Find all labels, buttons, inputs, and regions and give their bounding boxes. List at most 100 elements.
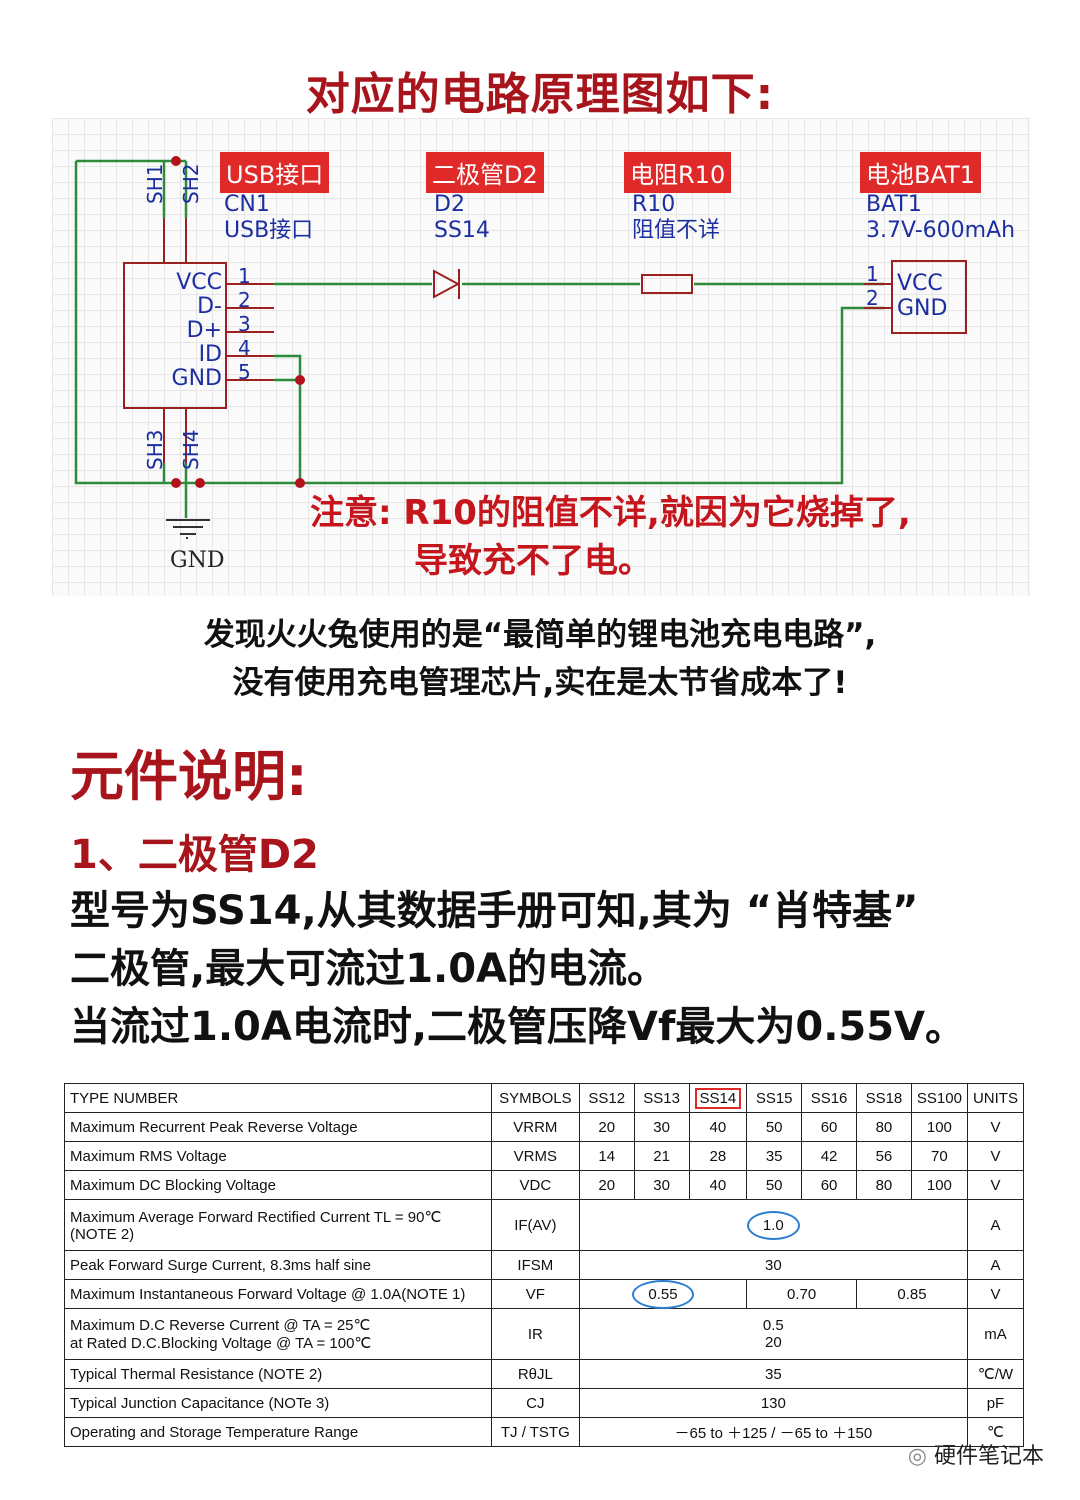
battery-ref: BAT1 [866,192,922,217]
tag-battery: 电池BAT1 [860,152,981,193]
row-value: 100 [910,1170,968,1200]
row-symbol: IR [490,1308,580,1360]
junction-dots [171,156,305,488]
row-unit: pF [966,1388,1025,1418]
pin-dplus: D+ [186,318,222,343]
gnd-label: GND [170,548,225,573]
row-param: Maximum Average Forward Rectified Curren… [70,1208,442,1226]
row-unit: V [966,1279,1025,1309]
pin-number-4: 4 [238,336,251,360]
row-unit: mA [966,1308,1025,1360]
header-type-ss12: SS12 [578,1083,635,1113]
table-row: Maximum Instantaneous Forward Voltage @ … [64,1279,1025,1309]
watermark-text: 硬件笔记本 [933,1444,1044,1469]
row-unit: ℃ [966,1417,1025,1447]
shield-sh2: SH2 [179,163,203,204]
resistor-desc: 阻值不详 [632,218,721,243]
pin-number-2: 2 [238,288,251,312]
summary-line-2: 没有使用充电管理芯片,实在是太节省成本了! [232,665,848,701]
header-param: TYPE NUMBER [64,1083,492,1113]
usb-pin-names: VCC D- D+ ID GND [156,271,222,391]
row-value: 50 [746,1112,803,1142]
row-unit: ℃/W [966,1359,1025,1389]
row-unit: A [966,1199,1025,1251]
header-type-ss14: SS14 [694,1087,742,1109]
header-symbol: SYMBOLS [490,1083,580,1113]
row-value: 21 [633,1141,690,1171]
body-line-2: 二极管,最大可流过1.0A的电流。 [70,946,668,992]
row-value-cell: 0.55 [578,1279,748,1309]
row-symbol: RθJL [490,1359,580,1389]
row-value: 0.85 [856,1279,968,1309]
battery-desc: 3.7V-600mAh [866,218,1016,243]
header-type-ss18: SS18 [856,1083,912,1113]
row-value: 80 [856,1112,912,1142]
row-symbol: VF [490,1279,580,1309]
row-value-cell: 0.5 20 [578,1308,968,1360]
row-unit: V [966,1112,1025,1142]
row-symbol: TJ / TSTG [490,1417,580,1447]
row-param-cell: Maximum Average Forward Rectified Curren… [64,1199,492,1251]
row-value: 30 [578,1250,968,1280]
shield-sh1: SH1 [143,163,167,204]
diode-ref-block: D2 SS14 [434,192,490,244]
tag-diode: 二极管D2 [426,152,544,193]
row-value: 20 [578,1112,635,1142]
circuit-schematic: USB接口 二极管D2 电阻R10 电池BAT1 CN1 USB接口 D2 SS… [52,118,1030,596]
note-line-1: 注意: R10的阻值不详,就因为它烧掉了, [310,493,911,533]
page-title: 对应的电路原理图如下: [305,69,775,120]
pin-number-1: 1 [238,264,251,288]
bat-pin-number-2: 2 [866,286,879,310]
row-param-note: (NOTE 2) [70,1225,135,1243]
pin-id: ID [198,342,222,367]
tag-resistor: 电阻R10 [624,152,732,193]
body-text: 型号为SS14,从其数据手册可知,其为 “肖特基” 二极管,最大可流过1.0A的… [70,882,965,1056]
body-line-1: 型号为SS14,从其数据手册可知,其为 “肖特基” [70,888,919,934]
row-value: 14 [578,1141,635,1171]
diode-ref: D2 [434,192,465,217]
row-value: 28 [688,1141,748,1171]
header-type-ss100: SS100 [910,1083,968,1113]
table-row: Maximum RMS Voltage VRMS 14 21 28 35 42 … [64,1141,1025,1171]
battery-ref-block: BAT1 3.7V-600mAh [866,192,1015,244]
resistor-ref-block: R10 阻值不详 [632,192,720,244]
wechat-icon: ◎ [907,1444,934,1469]
note-line-2: 导致充不了电。 [414,541,652,581]
row-param: Maximum Instantaneous Forward Voltage @ … [64,1279,492,1309]
diode-symbol [433,269,461,299]
row-symbol: VRMS [490,1141,580,1171]
table-row: Maximum Average Forward Rectified Curren… [64,1199,1025,1251]
green-wires [74,159,884,518]
row-value: 0.5 [762,1317,784,1334]
bat-pin-vcc: VCC [897,271,943,296]
table-row: Maximum DC Blocking Voltage VDC 20 30 40… [64,1170,1025,1200]
row-value: 42 [801,1141,857,1171]
row-value: 30 [633,1170,690,1200]
schematic-wires [74,156,967,539]
table-row: Maximum Recurrent Peak Reverse Voltage V… [64,1112,1025,1142]
bat-pin-gnd: GND [897,296,948,321]
tag-usb: USB接口 [220,152,330,193]
table-row: Typical Thermal Resistance (NOTE 2) RθJL… [64,1359,1025,1389]
table-row: Maximum D.C Reverse Current @ TA = 25℃ a… [64,1308,1025,1360]
section-title: 元件说明: [70,745,308,808]
row-param-cell: Maximum D.C Reverse Current @ TA = 25℃ a… [64,1308,492,1360]
header-type-ss14-cell: SS14 [688,1083,748,1113]
body-line-3: 当流过1.0A电流时,二极管压降Vf最大为0.55V。 [70,1004,966,1050]
subsection-title: 1、二极管D2 [70,832,319,878]
shield-sh3: SH3 [143,429,167,470]
row-param: Typical Thermal Resistance (NOTE 2) [64,1359,492,1389]
usb-pin-stubs [163,218,274,463]
row-value-circled: 0.55 [632,1279,694,1309]
row-param-2: at Rated D.C.Blocking Voltage @ TA = 100… [70,1335,372,1352]
row-value: 35 [578,1359,968,1389]
row-symbol: IF(AV) [490,1199,580,1251]
row-value: 40 [688,1112,748,1142]
pin-dminus: D- [197,294,222,319]
diode-desc: SS14 [434,218,490,243]
table-row: Operating and Storage Temperature Range … [64,1417,1025,1447]
row-param: Maximum Recurrent Peak Reverse Voltage [64,1112,492,1142]
row-param: Typical Junction Capacitance (NOTe 3) [64,1388,492,1418]
row-symbol: VDC [490,1170,580,1200]
pin-vcc: VCC [176,270,222,295]
